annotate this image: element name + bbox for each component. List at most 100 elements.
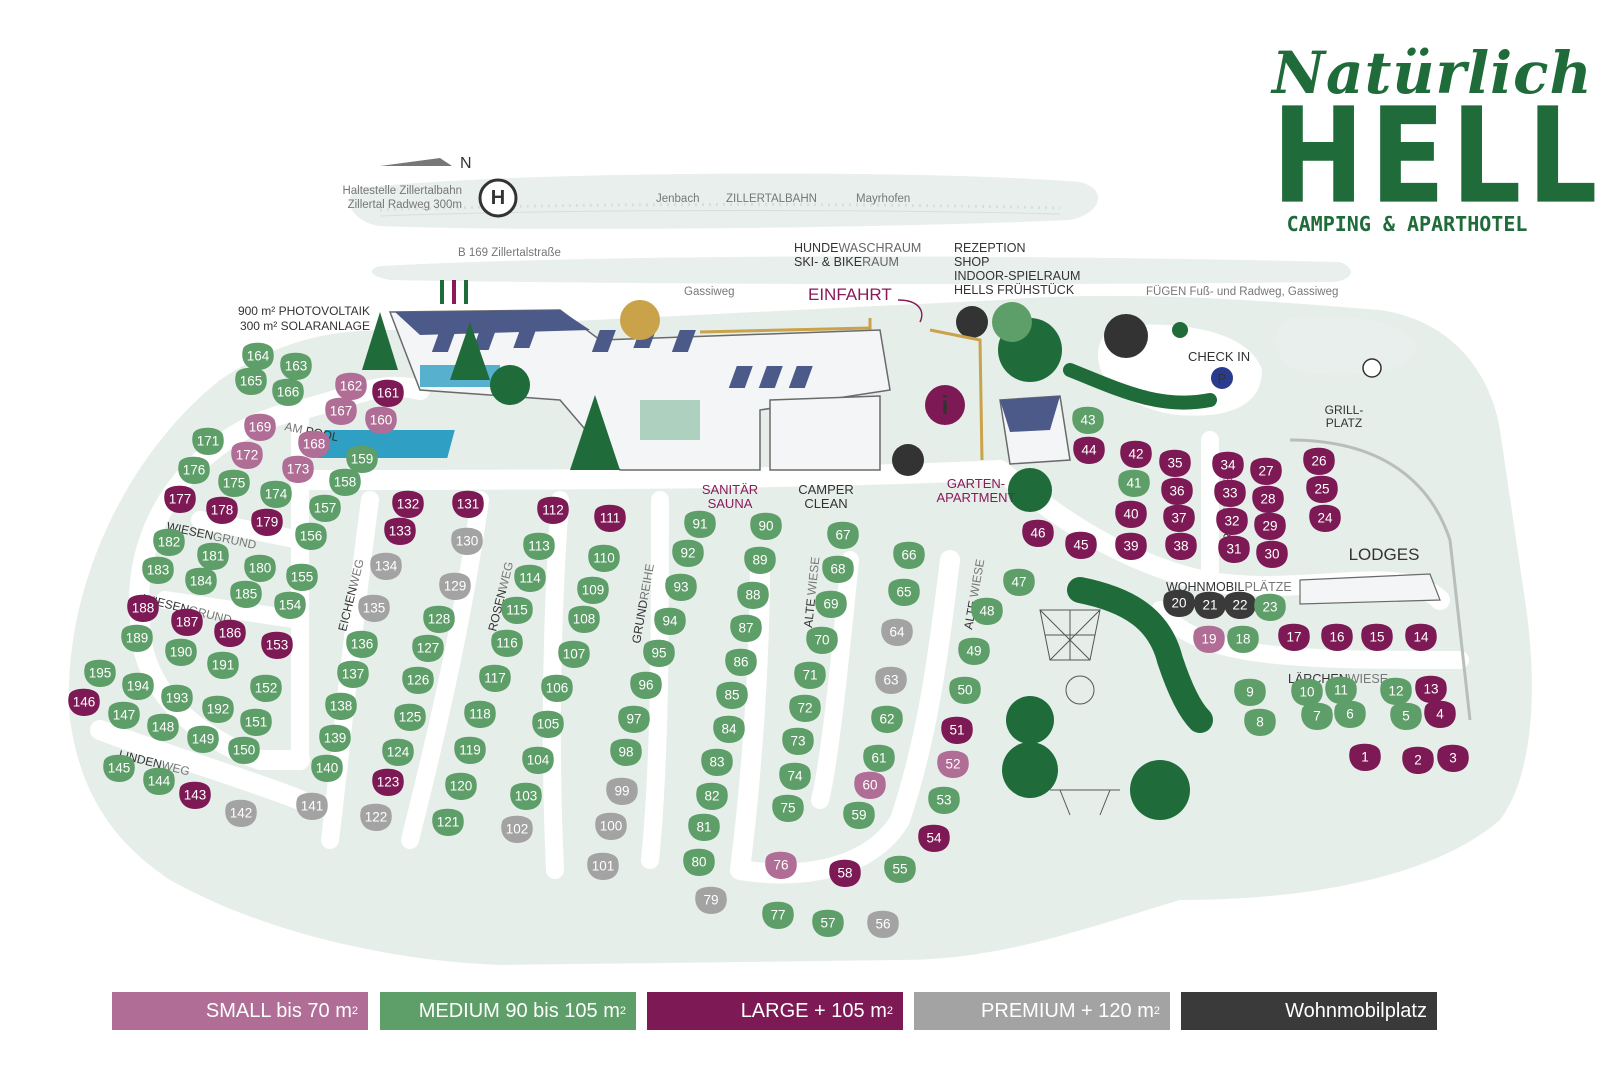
- pitch-shape[interactable]: [1278, 623, 1310, 651]
- pitch-175[interactable]: 175: [218, 469, 250, 497]
- pitch-shape[interactable]: [843, 801, 875, 829]
- pitch-shape[interactable]: [103, 754, 135, 782]
- pitch-8[interactable]: 8: [1244, 708, 1276, 736]
- pitch-shape[interactable]: [875, 666, 907, 694]
- pitch-110[interactable]: 110: [588, 544, 620, 572]
- pitch-192[interactable]: 192: [202, 695, 234, 723]
- pitch-60[interactable]: 60: [854, 771, 886, 799]
- pitch-69[interactable]: 69: [815, 590, 847, 618]
- pitch-67[interactable]: 67: [827, 521, 859, 549]
- pitch-shape[interactable]: [1380, 677, 1412, 705]
- pitch-shape[interactable]: [358, 594, 390, 622]
- pitch-33[interactable]: 33: [1214, 479, 1246, 507]
- pitch-shape[interactable]: [1402, 746, 1434, 774]
- pitch-112[interactable]: 112: [537, 496, 569, 524]
- pitch-shape[interactable]: [618, 705, 650, 733]
- pitch-shape[interactable]: [1303, 447, 1335, 475]
- pitch-24[interactable]: 24: [1309, 504, 1341, 532]
- pitch-147[interactable]: 147: [108, 701, 140, 729]
- pitch-119[interactable]: 119: [454, 736, 486, 764]
- pitch-shape[interactable]: [672, 539, 704, 567]
- pitch-41[interactable]: 41: [1118, 469, 1150, 497]
- pitch-186[interactable]: 186: [214, 619, 246, 647]
- pitch-88[interactable]: 88: [737, 581, 769, 609]
- pitch-2[interactable]: 2: [1402, 746, 1434, 774]
- pitch-34[interactable]: 34: [1212, 451, 1244, 479]
- pitch-shape[interactable]: [1163, 589, 1195, 617]
- pitch-73[interactable]: 73: [782, 727, 814, 755]
- pitch-131[interactable]: 131: [452, 490, 484, 518]
- pitch-164[interactable]: 164: [242, 342, 274, 370]
- pitch-shape[interactable]: [231, 441, 263, 469]
- pitch-shape[interactable]: [1022, 519, 1054, 547]
- pitch-115[interactable]: 115: [501, 596, 533, 624]
- pitch-77[interactable]: 77: [762, 901, 794, 929]
- pitch-shape[interactable]: [1405, 623, 1437, 651]
- pitch-shape[interactable]: [384, 517, 416, 545]
- pitch-173[interactable]: 173: [282, 455, 314, 483]
- pitch-shape[interactable]: [737, 581, 769, 609]
- pitch-160[interactable]: 160: [365, 406, 397, 434]
- pitch-shape[interactable]: [794, 661, 826, 689]
- pitch-89[interactable]: 89: [744, 546, 776, 574]
- pitch-shape[interactable]: [286, 563, 318, 591]
- pitch-shape[interactable]: [382, 738, 414, 766]
- pitch-shape[interactable]: [730, 614, 762, 642]
- pitch-shape[interactable]: [452, 490, 484, 518]
- pitch-shape[interactable]: [1325, 676, 1357, 704]
- pitch-shape[interactable]: [479, 664, 511, 692]
- pitch-83[interactable]: 83: [701, 748, 733, 776]
- pitch-191[interactable]: 191: [207, 651, 239, 679]
- pitch-shape[interactable]: [335, 372, 367, 400]
- pitch-168[interactable]: 168: [298, 430, 330, 458]
- pitch-183[interactable]: 183: [142, 556, 174, 584]
- pitch-156[interactable]: 156: [295, 522, 327, 550]
- pitch-shape[interactable]: [782, 727, 814, 755]
- pitch-shape[interactable]: [643, 639, 675, 667]
- pitch-shape[interactable]: [1072, 406, 1104, 434]
- pitch-shape[interactable]: [445, 772, 477, 800]
- pitch-shape[interactable]: [1212, 451, 1244, 479]
- pitch-118[interactable]: 118: [464, 700, 496, 728]
- pitch-1[interactable]: 1: [1349, 743, 1381, 771]
- pitch-shape[interactable]: [319, 724, 351, 752]
- pitch-117[interactable]: 117: [479, 664, 511, 692]
- pitch-shape[interactable]: [296, 792, 328, 820]
- pitch-shape[interactable]: [225, 799, 257, 827]
- pitch-shape[interactable]: [789, 694, 821, 722]
- pitch-36[interactable]: 36: [1161, 477, 1193, 505]
- pitch-shape[interactable]: [108, 701, 140, 729]
- pitch-47[interactable]: 47: [1003, 568, 1035, 596]
- pitch-shape[interactable]: [228, 736, 260, 764]
- pitch-shape[interactable]: [147, 713, 179, 741]
- pitch-shape[interactable]: [1214, 479, 1246, 507]
- pitch-48[interactable]: 48: [971, 597, 1003, 625]
- pitch-shape[interactable]: [1301, 702, 1333, 730]
- pitch-91[interactable]: 91: [684, 510, 716, 538]
- pitch-shape[interactable]: [282, 455, 314, 483]
- pitch-shape[interactable]: [815, 590, 847, 618]
- pitch-6[interactable]: 6: [1334, 700, 1366, 728]
- pitch-150[interactable]: 150: [228, 736, 260, 764]
- pitch-70[interactable]: 70: [806, 626, 838, 654]
- pitch-shape[interactable]: [423, 605, 455, 633]
- pitch-16[interactable]: 16: [1321, 623, 1353, 651]
- pitch-shape[interactable]: [171, 608, 203, 636]
- pitch-27[interactable]: 27: [1250, 457, 1282, 485]
- pitch-shape[interactable]: [888, 578, 920, 606]
- pitch-shape[interactable]: [654, 607, 686, 635]
- pitch-194[interactable]: 194: [122, 672, 154, 700]
- pitch-61[interactable]: 61: [863, 744, 895, 772]
- pitch-shape[interactable]: [765, 851, 797, 879]
- pitch-111[interactable]: 111: [594, 504, 626, 532]
- pitch-shape[interactable]: [1390, 702, 1422, 730]
- pitch-93[interactable]: 93: [665, 573, 697, 601]
- pitch-shape[interactable]: [863, 744, 895, 772]
- pitch-shape[interactable]: [587, 852, 619, 880]
- pitch-109[interactable]: 109: [577, 576, 609, 604]
- pitch-shape[interactable]: [665, 573, 697, 601]
- pitch-182[interactable]: 182: [153, 528, 185, 556]
- pitch-shape[interactable]: [1437, 744, 1469, 772]
- pitch-167[interactable]: 167: [325, 397, 357, 425]
- pitch-97[interactable]: 97: [618, 705, 650, 733]
